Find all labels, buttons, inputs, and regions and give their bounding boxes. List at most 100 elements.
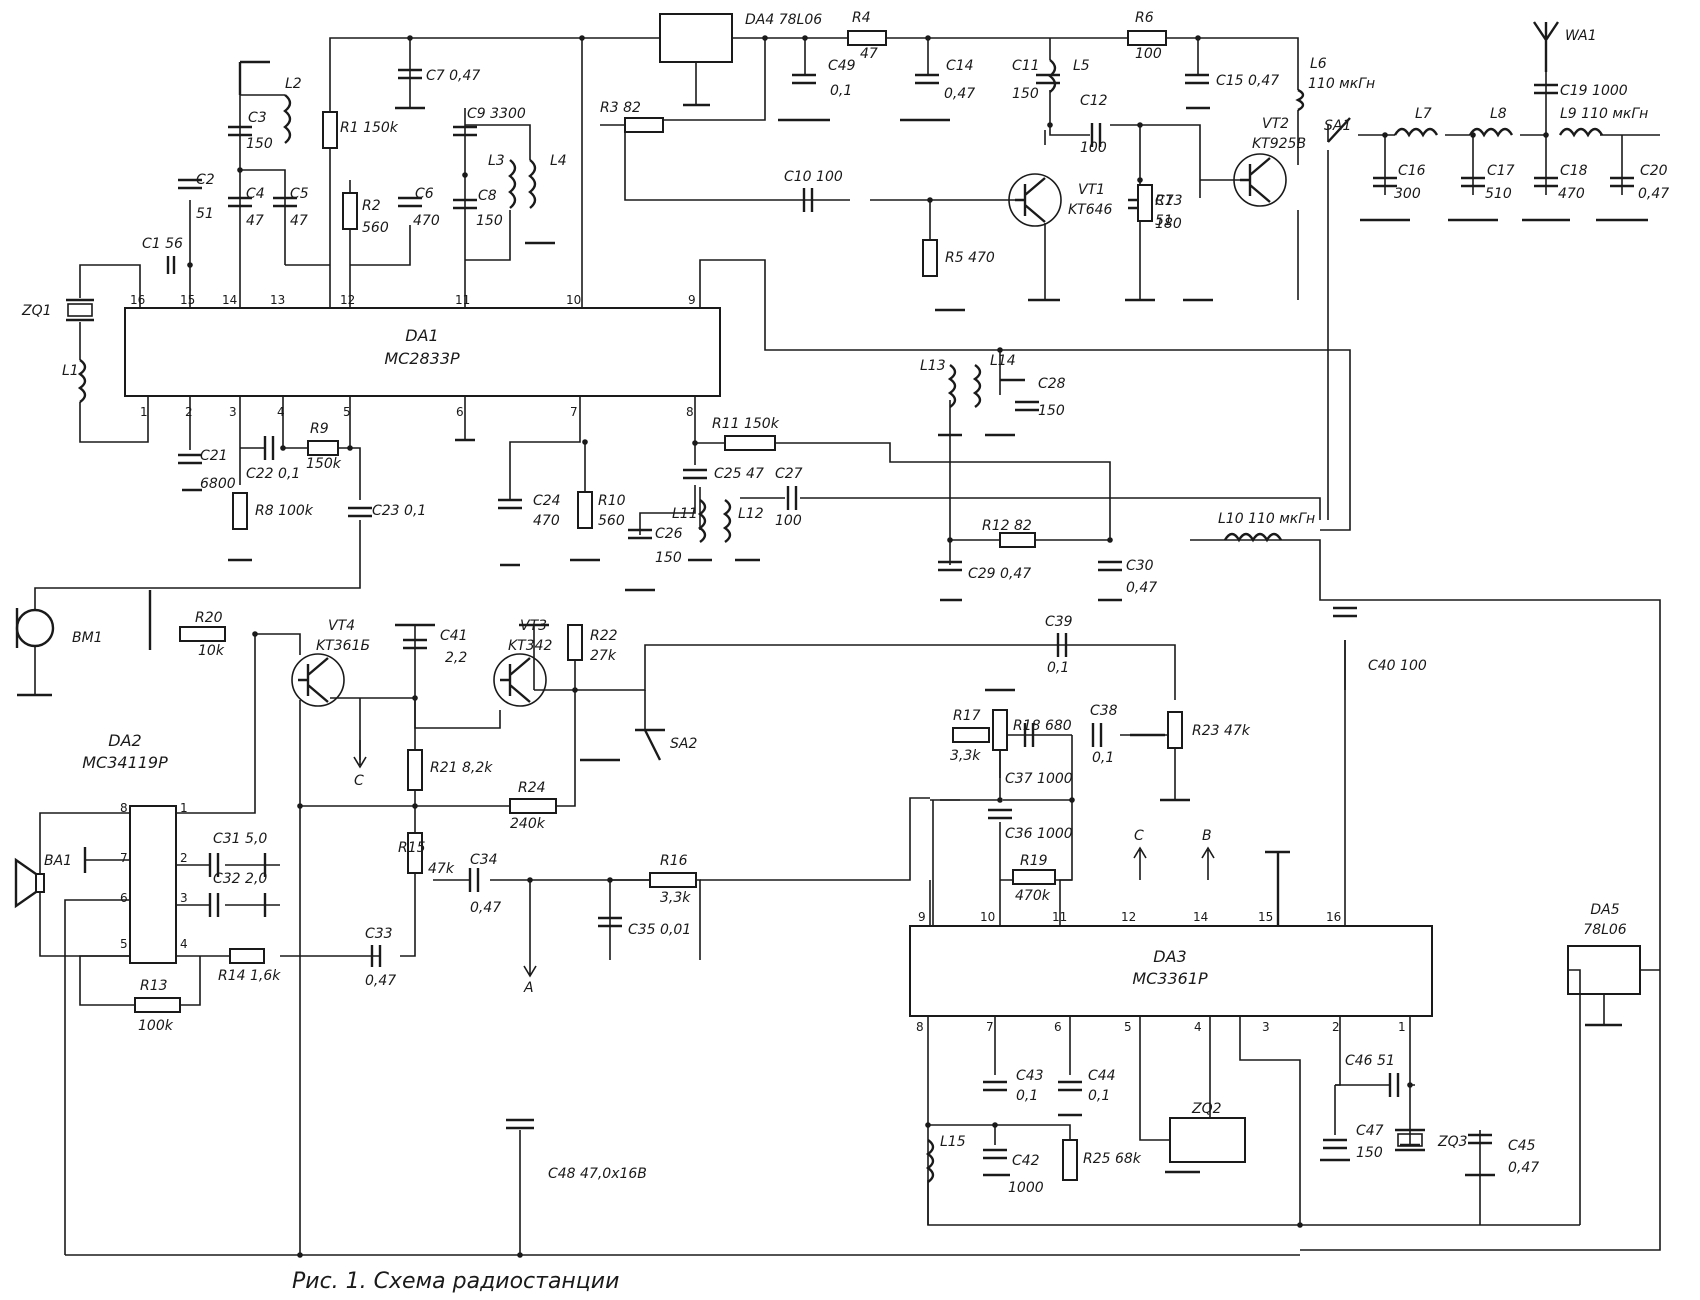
svg-text:470: 470: [1558, 186, 1585, 202]
svg-text:C1 56: C1 56: [142, 236, 183, 252]
svg-text:SA2: SA2: [670, 736, 697, 752]
svg-text:C44: C44: [1088, 1068, 1116, 1084]
svg-text:VT2: VT2: [1262, 116, 1289, 132]
svg-text:R17: R17: [953, 708, 981, 724]
transistor-vt1: [1008, 173, 1062, 227]
svg-text:C28: C28: [1038, 376, 1066, 392]
svg-text:KT646: KT646: [1068, 202, 1113, 218]
svg-text:A: A: [523, 980, 534, 996]
svg-text:9: 9: [918, 910, 926, 924]
svg-text:C17: C17: [1487, 163, 1515, 179]
svg-text:12: 12: [340, 293, 355, 307]
junction-dots: [187, 35, 1549, 1258]
svg-text:R16: R16: [660, 853, 688, 869]
svg-text:C48 47,0х16В: C48 47,0х16В: [548, 1166, 647, 1182]
svg-text:SA1: SA1: [1324, 118, 1351, 134]
svg-text:C24: C24: [533, 493, 561, 509]
svg-text:R3 82: R3 82: [600, 100, 641, 116]
svg-text:2: 2: [180, 851, 188, 865]
svg-text:R9: R9: [310, 421, 329, 437]
svg-text:VT4: VT4: [328, 618, 355, 634]
svg-text:R14 1,6k: R14 1,6k: [218, 968, 281, 984]
svg-text:16: 16: [130, 293, 145, 307]
ic-da5: DA5 78L06: [1567, 902, 1641, 995]
switch-sa1-icon: [1327, 117, 1351, 143]
svg-text:R18 680: R18 680: [1013, 718, 1072, 734]
svg-text:C41: C41: [440, 628, 468, 644]
svg-text:C: C: [354, 773, 364, 789]
svg-text:VT1: VT1: [1078, 182, 1105, 198]
svg-text:R23 47k: R23 47k: [1192, 723, 1251, 739]
svg-text:L1: L1: [62, 363, 79, 379]
svg-text:L6: L6: [1310, 56, 1327, 72]
svg-text:L8: L8: [1490, 106, 1507, 122]
svg-text:0,1: 0,1: [1047, 660, 1069, 676]
svg-text:1: 1: [180, 801, 188, 815]
svg-text:150: 150: [1356, 1145, 1383, 1161]
svg-text:C40 100: C40 100: [1368, 658, 1427, 674]
ic-da4: DA4 78L06: [659, 12, 822, 63]
svg-text:0,47: 0,47: [1638, 186, 1669, 202]
svg-text:14: 14: [222, 293, 237, 307]
svg-text:2,2: 2,2: [445, 650, 467, 666]
svg-text:7: 7: [986, 1020, 994, 1034]
svg-text:0,1: 0,1: [1092, 750, 1114, 766]
svg-text:R8 100k: R8 100k: [255, 503, 314, 519]
wiring: [34, 37, 1661, 1256]
svg-text:0,1: 0,1: [830, 83, 852, 99]
svg-text:0,1: 0,1: [1088, 1088, 1110, 1104]
svg-text:10: 10: [980, 910, 995, 924]
svg-text:C45: C45: [1508, 1138, 1536, 1154]
svg-text:5: 5: [1124, 1020, 1132, 1034]
svg-text:C25 47: C25 47: [714, 466, 764, 482]
speaker-ba1-icon: [14, 857, 45, 909]
svg-text:C46 51: C46 51: [1345, 1053, 1395, 1069]
svg-text:510: 510: [1485, 186, 1512, 202]
svg-text:C12: C12: [1080, 93, 1108, 109]
svg-text:150: 150: [1038, 403, 1065, 419]
da5-part: 78L06: [1583, 922, 1627, 938]
svg-text:6800: 6800: [200, 476, 236, 492]
svg-text:47: 47: [290, 213, 308, 229]
svg-text:C23 0,1: C23 0,1: [372, 503, 426, 519]
svg-text:100: 100: [1135, 46, 1162, 62]
svg-text:L14: L14: [990, 353, 1016, 369]
svg-text:27k: 27k: [590, 648, 617, 664]
da2-part: MC34119P: [82, 753, 168, 772]
svg-text:C14: C14: [946, 58, 974, 74]
da2-name: DA2: [108, 731, 141, 750]
da3-part: MC3361P: [1132, 969, 1208, 988]
svg-text:1: 1: [1398, 1020, 1406, 1034]
component-labels: ZQ1 L1 L2 L3 L4 L5 L6 110 мкГн L7 L8 L9 …: [21, 10, 1669, 1196]
svg-text:7: 7: [120, 851, 128, 865]
svg-text:16: 16: [1326, 910, 1341, 924]
svg-text:R5 470: R5 470: [945, 250, 995, 266]
svg-text:WA1: WA1: [1565, 28, 1597, 44]
svg-text:0,1: 0,1: [1016, 1088, 1038, 1104]
svg-text:L3: L3: [488, 153, 505, 169]
svg-text:C10 100: C10 100: [784, 169, 843, 185]
svg-text:VT3: VT3: [520, 618, 547, 634]
da1-part: MC2833P: [384, 349, 460, 368]
svg-text:L2: L2: [285, 76, 302, 92]
svg-text:C47: C47: [1356, 1123, 1384, 1139]
transistor-vt3: [493, 653, 547, 707]
svg-text:2: 2: [185, 405, 193, 419]
svg-text:15: 15: [1258, 910, 1273, 924]
svg-text:C8: C8: [478, 188, 497, 204]
svg-text:4: 4: [277, 405, 285, 419]
svg-text:3,3k: 3,3k: [950, 748, 981, 764]
inductor-coils: [77, 59, 1604, 1183]
transistor-vt4: [291, 653, 345, 707]
svg-text:0,47: 0,47: [1126, 580, 1157, 596]
svg-text:9: 9: [688, 293, 696, 307]
svg-text:8: 8: [686, 405, 694, 419]
svg-text:C18: C18: [1560, 163, 1588, 179]
svg-text:C22 0,1: C22 0,1: [246, 466, 300, 482]
svg-text:300: 300: [1394, 186, 1421, 202]
svg-text:ZQ1: ZQ1: [21, 303, 52, 319]
svg-text:C3: C3: [248, 110, 267, 126]
svg-text:BM1: BM1: [72, 630, 103, 646]
svg-text:BA1: BA1: [44, 853, 72, 869]
svg-text:100k: 100k: [138, 1018, 174, 1034]
